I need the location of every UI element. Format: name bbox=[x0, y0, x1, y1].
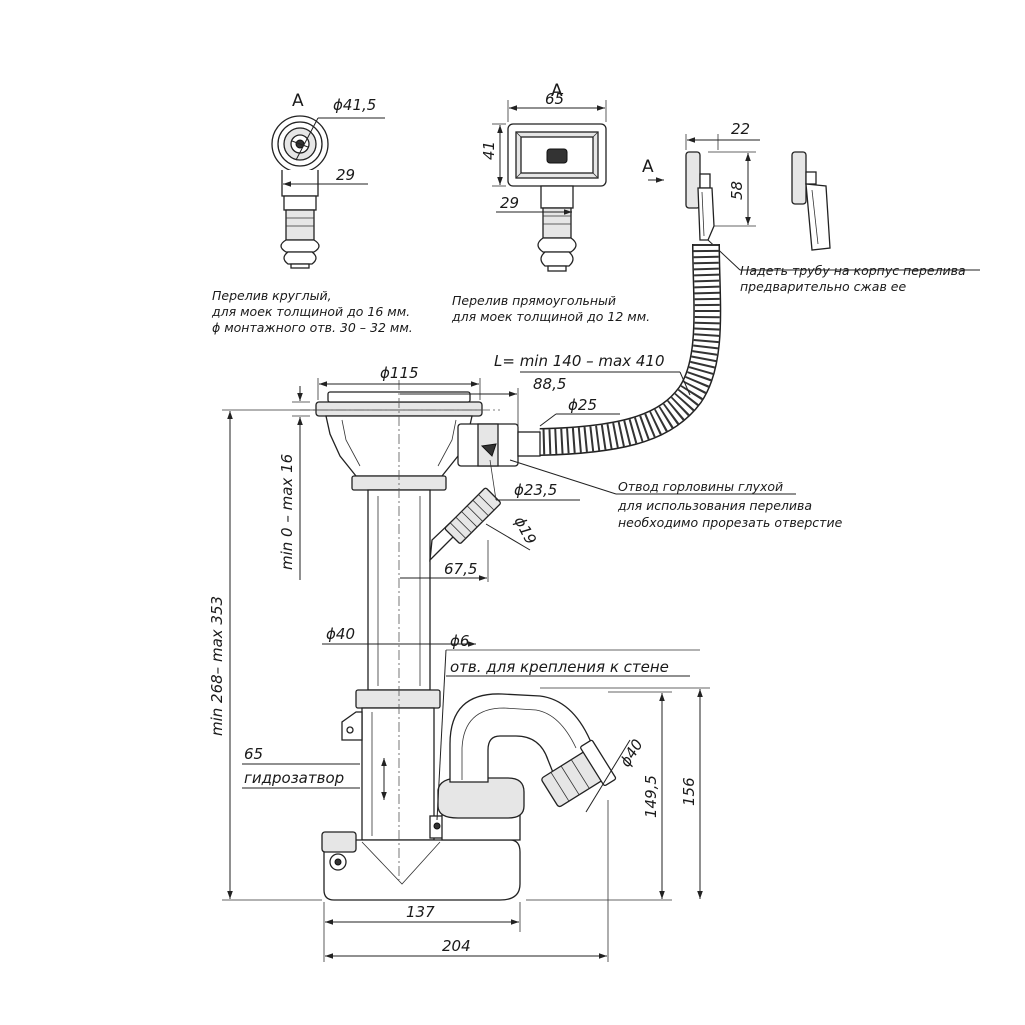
vertical-pipe bbox=[355, 489, 441, 841]
pipe-diameter: ϕ40 bbox=[326, 625, 355, 643]
round-top-diameter: ϕ41,5 bbox=[333, 96, 376, 114]
round-overflow-view: A ϕ41,5 29 Перелив круглый, для моек тол… bbox=[211, 91, 413, 335]
round-view-letter: A bbox=[292, 91, 304, 111]
side-width: 22 bbox=[731, 120, 750, 138]
seal-height: 65 bbox=[244, 745, 263, 763]
rect-overflow-view: A 65 41 29 Перелив прямоугольный для мое… bbox=[451, 81, 650, 324]
round-overflow-cap bbox=[271, 115, 329, 173]
round-overflow-body bbox=[280, 170, 320, 269]
round-neck-diameter: 29 bbox=[336, 166, 355, 184]
total-height: min 268– max 353 bbox=[208, 596, 226, 736]
side-overflow-alt-view bbox=[791, 151, 831, 251]
overall-width: 204 bbox=[442, 937, 471, 955]
hole-diameter: ϕ6 bbox=[450, 632, 469, 650]
rect-height: 41 bbox=[480, 141, 498, 160]
side-overflow-body bbox=[685, 151, 715, 241]
round-caption-line-3: ϕ монтажного отв. 30 – 32 мм. bbox=[212, 320, 413, 335]
corrugated-hose bbox=[539, 243, 722, 456]
rect-overflow-body bbox=[537, 185, 577, 272]
side-branch-diameter: ϕ19 bbox=[510, 513, 540, 547]
side-note-line-2: предварительно сжав ее bbox=[740, 279, 906, 294]
sink-thickness: min 0 – max 16 bbox=[278, 454, 296, 570]
hose-length: L= min 140 – max 410 bbox=[494, 352, 665, 370]
hose-diameter: ϕ25 bbox=[568, 396, 597, 414]
rect-caption-line-2: для моек толщиной до 12 мм. bbox=[451, 309, 650, 324]
branch-offset: 67,5 bbox=[444, 560, 477, 578]
rect-neck-diameter: 29 bbox=[500, 194, 519, 212]
outlet-note-line-2: для использования перелива bbox=[617, 498, 812, 513]
rect-overflow-cap bbox=[507, 123, 607, 187]
strainer-diameter: ϕ115 bbox=[380, 364, 419, 382]
seal-label: гидрозатвор bbox=[244, 769, 344, 787]
side-height: 58 bbox=[728, 181, 746, 200]
round-caption-line-1: Перелив круглый, bbox=[212, 288, 332, 303]
side-branch-nipple bbox=[429, 487, 501, 562]
outlet-note-line-3: необходимо прорезать отверстие bbox=[618, 515, 843, 530]
outlet-height: 149,5 bbox=[642, 775, 660, 818]
mounting-tab bbox=[341, 711, 445, 839]
rect-view-letter: A bbox=[551, 81, 563, 101]
side-view-letter: A bbox=[642, 157, 654, 177]
strainer-bowl bbox=[315, 391, 483, 491]
trap-elbow bbox=[449, 693, 617, 808]
side-overflow-view: A 22 58 Надеть трубу на корпус перелива … bbox=[642, 120, 980, 294]
hole-note: отв. для крепления к стене bbox=[450, 658, 669, 676]
trap-width: 137 bbox=[406, 903, 435, 921]
side-note-line-1: Надеть трубу на корпус перелива bbox=[740, 263, 966, 278]
outlet-diameter: ϕ40 bbox=[616, 736, 647, 770]
trap-height: 156 bbox=[680, 777, 698, 806]
rect-width: 65 bbox=[545, 90, 564, 108]
outlet-nipple-diameter: ϕ23,5 bbox=[514, 481, 557, 499]
round-caption-line-2: для моек толщиной до 16 мм. bbox=[211, 304, 410, 319]
main-dimensions: L= min 140 – max 410 ϕ115 88,5 ϕ25 ϕ23,5… bbox=[208, 352, 843, 962]
rect-caption-line-1: Перелив прямоугольный bbox=[452, 293, 616, 308]
overflow-offset: 88,5 bbox=[533, 375, 566, 393]
outlet-note-line-1: Отвод горловины глухой bbox=[618, 479, 783, 494]
overflow-connector bbox=[457, 423, 541, 467]
